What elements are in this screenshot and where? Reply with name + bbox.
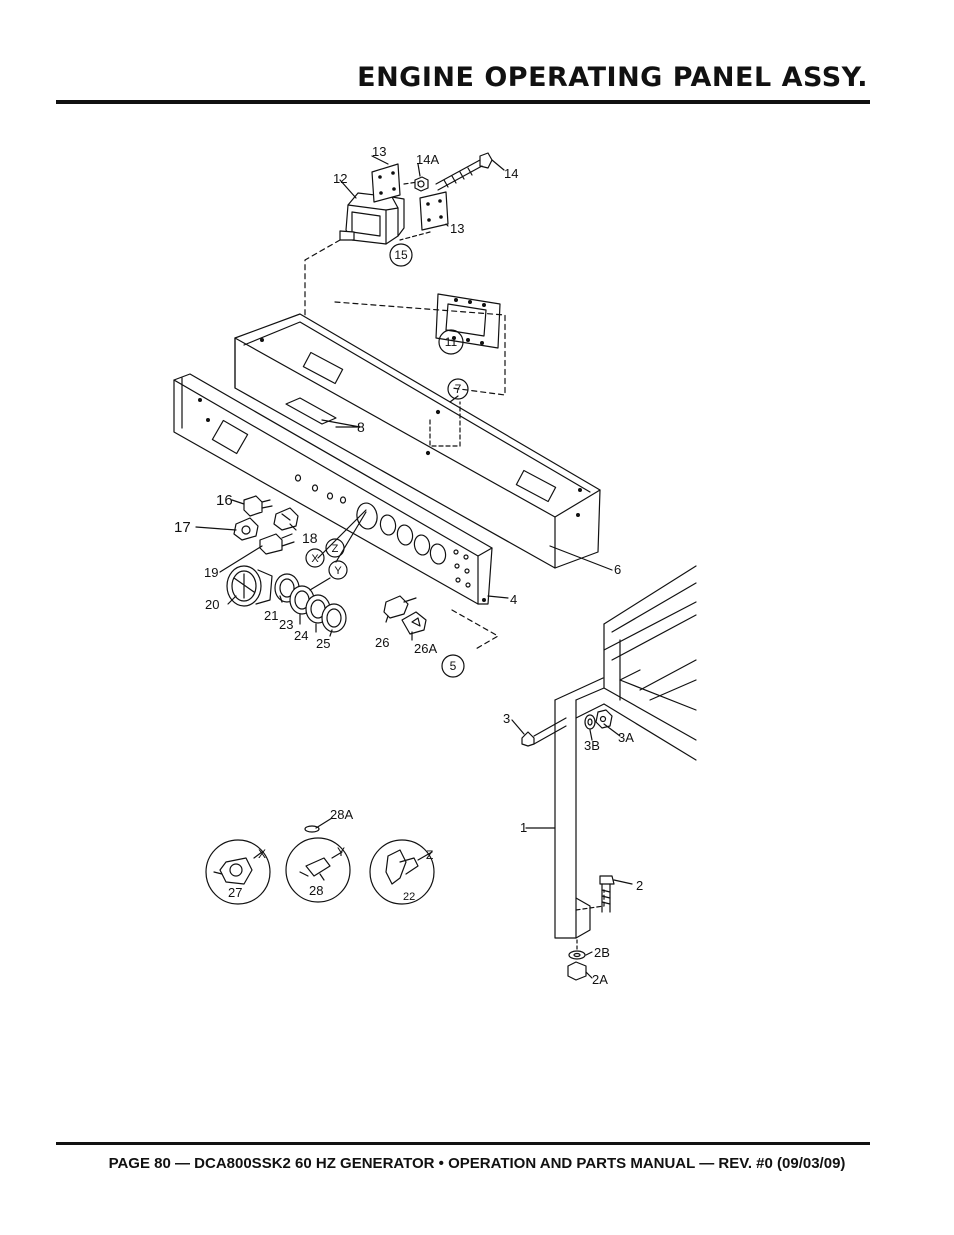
- callout-label-18: 18: [302, 530, 318, 546]
- callout-label-19: 19: [204, 565, 218, 580]
- callout-label-z: Z: [426, 848, 433, 862]
- callout-circle-7: [447, 378, 469, 400]
- panel-box: [234, 313, 601, 569]
- switches-and-gauges: [226, 495, 427, 635]
- callout-label-3: 3: [503, 711, 510, 726]
- callout-label-5: 5: [450, 659, 457, 673]
- callout-labels: 13 14A 14 12 13 15 11 7 8 16 17 18 19 X …: [174, 144, 643, 987]
- callout-label-3a: 3A: [618, 730, 634, 745]
- callout-label-25: 25: [316, 636, 330, 651]
- callout-label-12: 12: [333, 171, 347, 186]
- callout-label-7: 7: [455, 382, 462, 396]
- header-rule: [56, 100, 870, 104]
- callout-label-13: 13: [372, 144, 386, 159]
- front-panel: [173, 373, 499, 651]
- callout-label-28: 28: [309, 883, 323, 898]
- callout-label-z: Z: [332, 543, 339, 555]
- callout-label-14a: 14A: [416, 152, 439, 167]
- callout-label-8: 8: [357, 419, 365, 435]
- callout-label-28a: 28A: [330, 807, 353, 822]
- breaker-switch-assembly: [304, 152, 493, 381]
- callout-label-6: 6: [614, 562, 621, 577]
- callout-label-2b: 2B: [594, 945, 610, 960]
- callout-label-17: 17: [174, 519, 191, 536]
- footer-rule: [56, 1142, 870, 1145]
- callout-label-4: 4: [510, 592, 517, 607]
- callout-circle-Y: [328, 560, 348, 580]
- callout-leaders: [195, 155, 633, 979]
- callout-label-13: 13: [450, 221, 464, 236]
- callout-label-11: 11: [445, 335, 458, 349]
- callout-label-21: 21: [264, 608, 278, 623]
- callout-label-15: 15: [394, 248, 408, 262]
- callout-circle-15: [389, 243, 413, 267]
- callout-circle-Z: [325, 538, 345, 558]
- callout-label-2a: 2A: [592, 972, 608, 987]
- callout-circle-X: [305, 548, 325, 568]
- callout-label-2: 2: [636, 878, 643, 893]
- callout-label-1: 1: [520, 820, 527, 835]
- callout-label-3b: 3B: [584, 738, 600, 753]
- callout-label-16: 16: [216, 492, 233, 509]
- callout-circle-5: [441, 654, 465, 678]
- detail-views: [205, 825, 435, 905]
- meter-bracket-assembly: [334, 293, 506, 396]
- callout-circle-11: [438, 329, 464, 355]
- callout-label-24: 24: [294, 628, 308, 643]
- frame-assembly: [521, 565, 697, 981]
- callout-label-x: X: [258, 847, 266, 861]
- callout-label-26: 26: [375, 635, 389, 650]
- callout-label-27: 27: [228, 885, 242, 900]
- page-title: ENGINE OPERATING PANEL ASSY.: [357, 62, 868, 93]
- callout-label-23: 23: [279, 617, 293, 632]
- callout-label-14: 14: [504, 166, 518, 181]
- callout-label-x: X: [311, 553, 319, 565]
- callout-label-y: Y: [337, 845, 345, 859]
- callout-label-y: Y: [334, 565, 342, 577]
- callout-label-20: 20: [205, 597, 219, 612]
- page-footer: PAGE 80 — DCA800SSK2 60 HZ GENERATOR • O…: [108, 1155, 846, 1172]
- callout-label-22: 22: [403, 891, 415, 903]
- callout-label-26a: 26A: [414, 641, 437, 656]
